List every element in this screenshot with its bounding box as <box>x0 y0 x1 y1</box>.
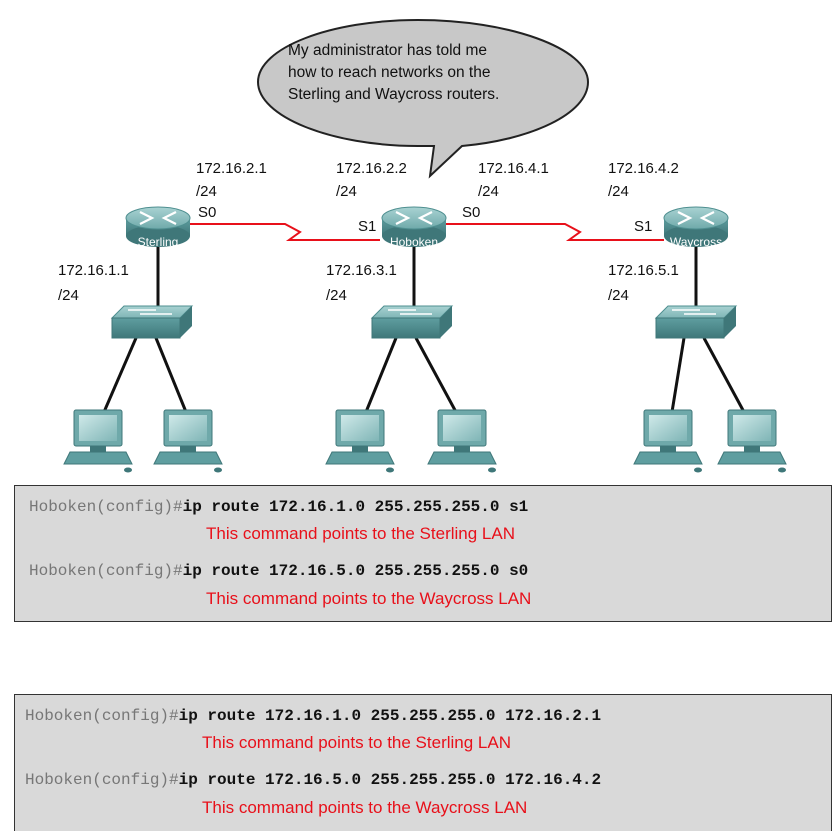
command-line: Hoboken(config)#ip route 172.16.5.0 255.… <box>25 771 601 789</box>
sterling-lan-ip: 172.16.1.1 <box>58 262 129 279</box>
cli-prompt: Hoboken(config)# <box>25 707 179 725</box>
waycross-serial-mask: /24 <box>608 183 629 200</box>
router-name-waycross: Waycross <box>670 235 722 249</box>
command-note: This command points to the Sterling LAN <box>202 733 511 752</box>
bubble-line: My administrator has told me <box>288 42 487 59</box>
hoboken-right-if: S0 <box>462 204 481 221</box>
pc-icon <box>63 409 133 473</box>
command-line: Hoboken(config)#ip route 172.16.5.0 255.… <box>29 562 528 580</box>
serial-link-sterling-hoboken <box>186 223 380 241</box>
hoboken-right-ip: 172.16.4.1 <box>478 160 549 177</box>
pc-icon <box>427 409 497 473</box>
hoboken-lan-ip: 172.16.3.1 <box>326 262 397 279</box>
command-note: This command points to the Waycross LAN <box>202 798 528 817</box>
hoboken-left-if: S1 <box>358 218 377 235</box>
command-box-next-hop: Hoboken(config)#ip route 172.16.1.0 255.… <box>14 694 832 831</box>
command-note: This command points to the Waycross LAN <box>206 589 532 608</box>
cli-prompt: Hoboken(config)# <box>29 562 183 580</box>
serial-link-hoboken-waycross <box>446 223 664 241</box>
hoboken-right-mask: /24 <box>478 183 499 200</box>
cli-prompt: Hoboken(config)# <box>25 771 179 789</box>
cli-prompt: Hoboken(config)# <box>29 498 183 516</box>
command-line: Hoboken(config)#ip route 172.16.1.0 255.… <box>25 707 601 725</box>
bubble-line: how to reach networks on the <box>288 64 491 81</box>
cli-command: ip route 172.16.5.0 255.255.255.0 172.16… <box>178 771 602 789</box>
command-line: Hoboken(config)#ip route 172.16.1.0 255.… <box>29 498 528 516</box>
sterling-lan-mask: /24 <box>58 287 79 304</box>
hoboken-left-mask: /24 <box>336 183 357 200</box>
sterling-serial-ip: 172.16.2.1 <box>196 160 267 177</box>
pc-link <box>154 337 188 413</box>
pc-icon <box>717 409 787 473</box>
command-note: This command points to the Sterling LAN <box>206 524 515 543</box>
pc-link <box>670 337 686 413</box>
waycross-lan-ip: 172.16.5.1 <box>608 262 679 279</box>
switch-icon <box>371 305 453 339</box>
pc-link <box>414 337 458 413</box>
hoboken-left-ip: 172.16.2.2 <box>336 160 407 177</box>
pc-icon <box>633 409 703 473</box>
bubble-line: Sterling and Waycross routers. <box>288 86 500 103</box>
pc-link <box>702 337 746 413</box>
speech-bubble <box>256 18 590 179</box>
pc-icon <box>153 409 223 473</box>
router-name-hoboken: Hoboken <box>390 235 438 249</box>
cli-command: ip route 172.16.1.0 255.255.255.0 s1 <box>182 498 529 516</box>
waycross-lan-mask: /24 <box>608 287 629 304</box>
cli-command: ip route 172.16.1.0 255.255.255.0 172.16… <box>178 707 602 725</box>
switch-icon <box>111 305 193 339</box>
pc-link <box>364 337 398 413</box>
router-name-sterling: Sterling <box>138 235 179 249</box>
cli-command: ip route 172.16.5.0 255.255.255.0 s0 <box>182 562 529 580</box>
bubble-text: My administrator has told me how to reac… <box>288 40 578 106</box>
sterling-serial-mask: /24 <box>196 183 217 200</box>
switch-icon <box>655 305 737 339</box>
hoboken-lan-mask: /24 <box>326 287 347 304</box>
waycross-serial-ip: 172.16.4.2 <box>608 160 679 177</box>
pc-link <box>102 337 138 413</box>
pc-icon <box>325 409 395 473</box>
sterling-serial-if: S0 <box>198 204 217 221</box>
command-box-interface: Hoboken(config)#ip route 172.16.1.0 255.… <box>14 485 832 622</box>
waycross-serial-if: S1 <box>634 218 653 235</box>
